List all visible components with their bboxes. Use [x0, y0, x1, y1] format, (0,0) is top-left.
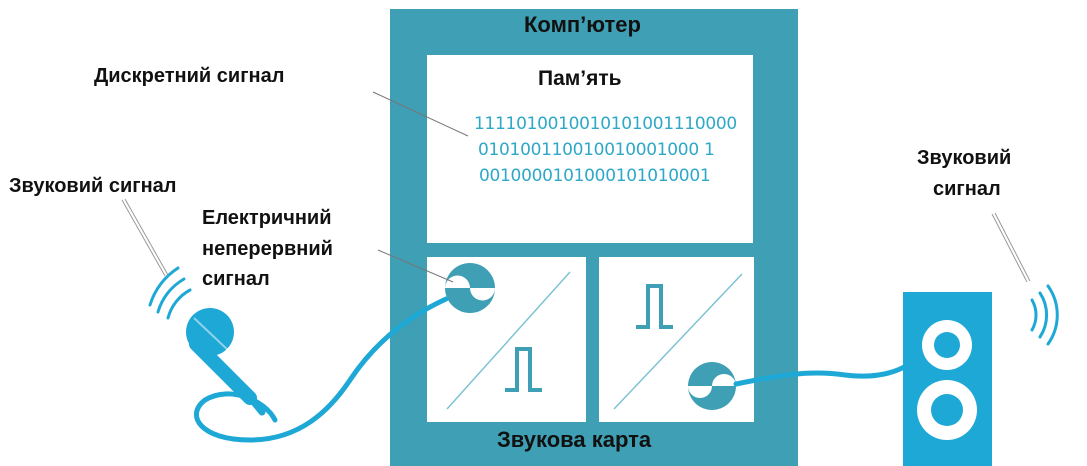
discrete-signal-leader [372, 91, 469, 137]
analog-wave-icon [688, 362, 736, 410]
sound-signal-right-label-line2: сигнал [933, 178, 1001, 200]
pulse-icon [636, 284, 673, 329]
computer-title: Комп’ютер [524, 12, 641, 37]
adc-diagonal [446, 271, 571, 410]
sound-signal-left-label: Звуковий сигнал [9, 175, 177, 197]
memory-bits-row-3: 0010000101000101010001 [479, 166, 711, 186]
microphone-icon [186, 308, 266, 416]
electric-signal-label-line3: сигнал [202, 268, 270, 290]
discrete-signal-label: Дискретний сигнал [94, 65, 285, 87]
memory-bits-row-2: 010100110010010001000 1 [478, 140, 715, 160]
pulse-icon [505, 347, 542, 392]
sound-right-leader-2 [994, 212, 1031, 282]
dac-diagonal [613, 273, 743, 410]
memory-bits-row-1: 1111010010010101001110000 [474, 114, 737, 134]
sound-wave-icon [148, 266, 192, 320]
speaker-cable [733, 363, 909, 387]
sound-left-leader-1 [121, 199, 166, 277]
electric-signal-label-line1: Електричний [202, 207, 332, 229]
sound-left-leader-2 [124, 198, 169, 276]
memory-title: Пам’ять [538, 67, 622, 90]
speaker-icon [903, 292, 992, 466]
electric-signal-label-line2: неперервний [202, 238, 333, 260]
microphone-cable [193, 296, 449, 443]
memory-panel [427, 55, 753, 243]
sound-card-title: Звукова карта [497, 427, 652, 452]
sound-signal-right-label-line1: Звуковий [917, 147, 1012, 169]
sound-right-leader-1 [991, 213, 1028, 283]
sound-wave-icon [1030, 284, 1059, 346]
electric-signal-leader [377, 249, 454, 283]
analog-wave-icon [445, 263, 495, 313]
